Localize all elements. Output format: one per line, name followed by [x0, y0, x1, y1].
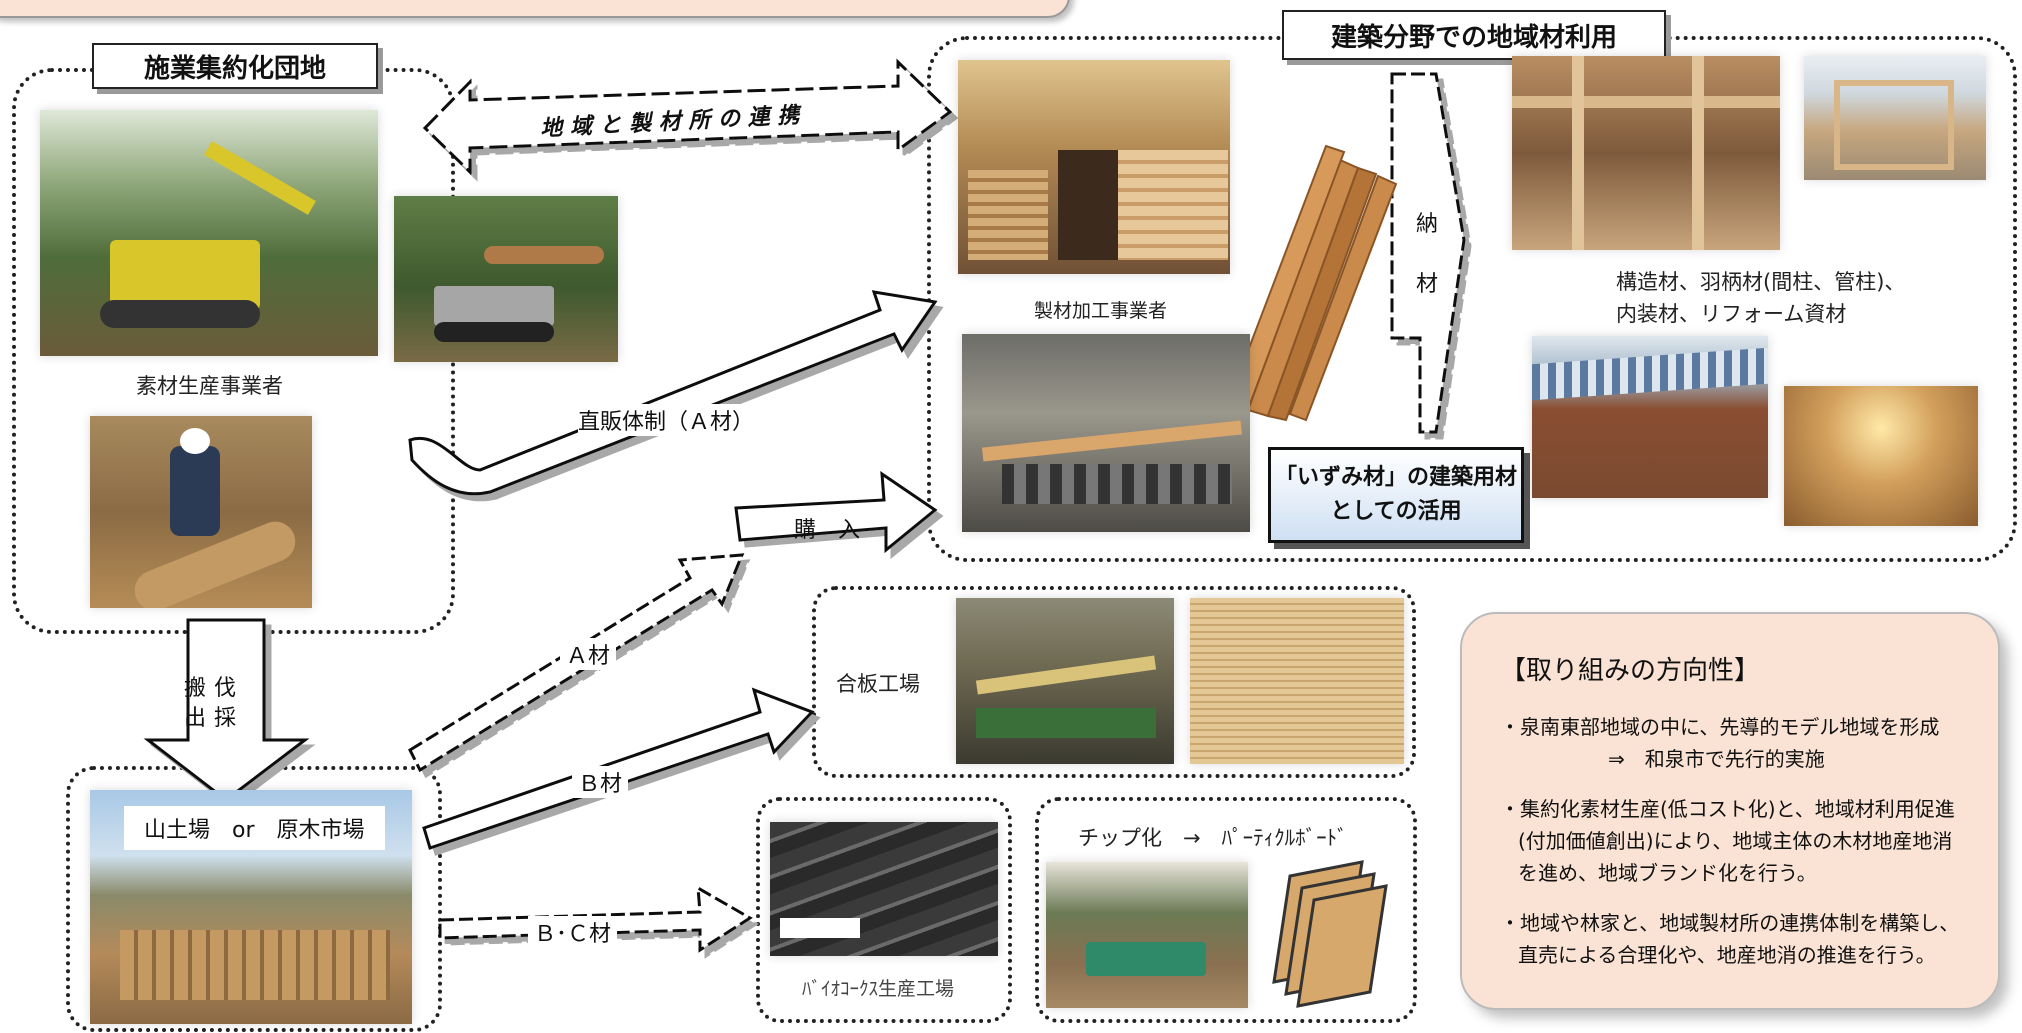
sawmill-caption: 製材加工事業者 [1034, 300, 1168, 322]
structural-materials-caption-1: 構造材、羽柄材(間柱、管柱)、 [1616, 270, 1906, 294]
wooden-building-exterior-photo [1532, 336, 1768, 498]
b-material-label: Ｂ材 [572, 766, 629, 798]
biocoke-factory-label: ﾊﾞｲｵｺｰｸｽ生産工場 [802, 978, 955, 1000]
izumi-line-1: 「いずみ材」の建築用材 [1274, 465, 1517, 490]
material-producer-caption: 素材生産事業者 [136, 374, 283, 398]
policy-item-3: ・地域や林家と、地域製材所の連携体制を構築し、直売による合理化や、地産地消の推進… [1500, 911, 1960, 967]
plywood-line-photo [956, 598, 1174, 764]
purchase-label: 購 入 [794, 518, 861, 543]
delivery-label-top: 納 [1415, 212, 1438, 237]
direct-sales-label: 直販体制（Ａ材） [578, 404, 755, 436]
plywood-factory-label: 合板工場 [836, 672, 920, 696]
timber-illustration [1228, 144, 1398, 422]
wooden-interior-ceiling-photo [1784, 386, 1978, 526]
policy-item-1: ・泉南東部地域の中に、先導的モデル地域を形成 ⇒ 和泉市で先行的実施 [1492, 711, 1968, 775]
log-loader-photo [394, 196, 618, 362]
chainsaw-worker-photo [90, 416, 312, 608]
policy-item-1-sub: ⇒ 和泉市で先行的実施 [1608, 747, 1825, 771]
building-use-title: 建築分野での地域材利用 [1282, 10, 1666, 60]
sawmill-machinery-photo [962, 334, 1250, 532]
partnership-double-arrow [422, 58, 953, 176]
chip-site-photo [1046, 862, 1248, 1008]
house-frame-interior-photo [1512, 56, 1780, 250]
logging-label-col2: 搬出 [183, 676, 206, 731]
sawmill-storage-photo [958, 60, 1230, 274]
house-construction-photo [1804, 56, 1986, 180]
policy-item-2: ・集約化素材生産(低コスト化)と、地域材利用促進(付加価値創出)により、地域主体… [1500, 797, 1955, 885]
izumi-material-box: 「いずみ材」の建築用材 としての活用 [1268, 447, 1524, 543]
policy-direction-box: 【取り組みの方向性】 ・泉南東部地域の中に、先導的モデル地域を形成 ⇒ 和泉市で… [1460, 612, 2000, 1010]
forest-excavator-photo [40, 110, 378, 356]
plywood-stack-photo [1190, 598, 1404, 764]
particle-board-illustration [1272, 860, 1388, 1008]
log-market-label: 山土場 or 原木市場 [124, 806, 385, 850]
purchase-arrow [734, 471, 938, 554]
delivery-label-bottom: 材 [1415, 272, 1438, 297]
izumi-line-2: としての活用 [1330, 499, 1462, 524]
logging-down-arrow [143, 618, 310, 802]
delivery-arrow [1390, 72, 1466, 434]
biocoke-logs-photo [770, 822, 998, 956]
logging-label-col1: 伐採 [213, 676, 236, 731]
structural-materials-caption-2: 内装材、リフォーム資材 [1616, 302, 1847, 326]
bc-material-label: Ｂ･Ｃ材 [528, 916, 618, 948]
policy-heading: 【取り組みの方向性】 [1500, 656, 1761, 686]
direct-sales-arrow [408, 290, 938, 496]
forest-cluster-title: 施業集約化団地 [92, 43, 378, 89]
a-material-label: Ａ材 [560, 638, 617, 670]
chip-process-label: チップ化 → ﾊﾟｰﾃｨｸﾙﾎﾞｰﾄﾞ [1078, 826, 1348, 850]
